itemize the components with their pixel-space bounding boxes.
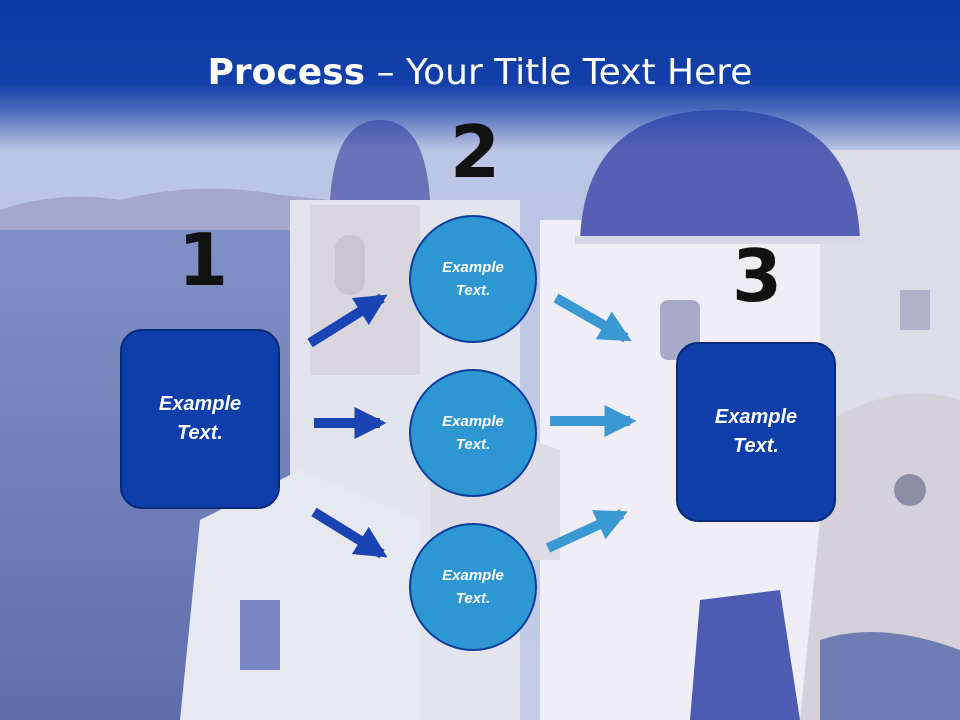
step-number-3: 3 bbox=[732, 234, 783, 318]
left-box-text: Example Text. bbox=[158, 393, 242, 444]
left-text-box[interactable]: Example Text. bbox=[120, 329, 280, 509]
title-bold: Process bbox=[207, 52, 366, 93]
arrow-bottom-to-right bbox=[545, 509, 628, 553]
title-bar bbox=[0, 0, 960, 150]
circle-top[interactable]: Example Text. bbox=[409, 215, 537, 343]
circle-bottom-text: Example Text. bbox=[442, 567, 504, 607]
arrow-top-to-right bbox=[553, 293, 632, 343]
step-number-1: 1 bbox=[178, 218, 229, 302]
right-box-text: Example Text. bbox=[714, 406, 798, 457]
title-rest: – Your Title Text Here bbox=[365, 52, 753, 93]
circle-middle[interactable]: Example Text. bbox=[409, 369, 537, 497]
arrow-left-to-bottom bbox=[311, 507, 388, 559]
slide-title: Process – Your Title Text Here bbox=[0, 52, 960, 93]
circle-bottom[interactable]: Example Text. bbox=[409, 523, 537, 651]
circle-middle-text: Example Text. bbox=[442, 413, 504, 453]
arrow-left-to-top bbox=[307, 293, 388, 348]
circle-top-text: Example Text. bbox=[442, 259, 504, 299]
step-number-2: 2 bbox=[450, 110, 501, 194]
right-text-box[interactable]: Example Text. bbox=[676, 342, 836, 522]
